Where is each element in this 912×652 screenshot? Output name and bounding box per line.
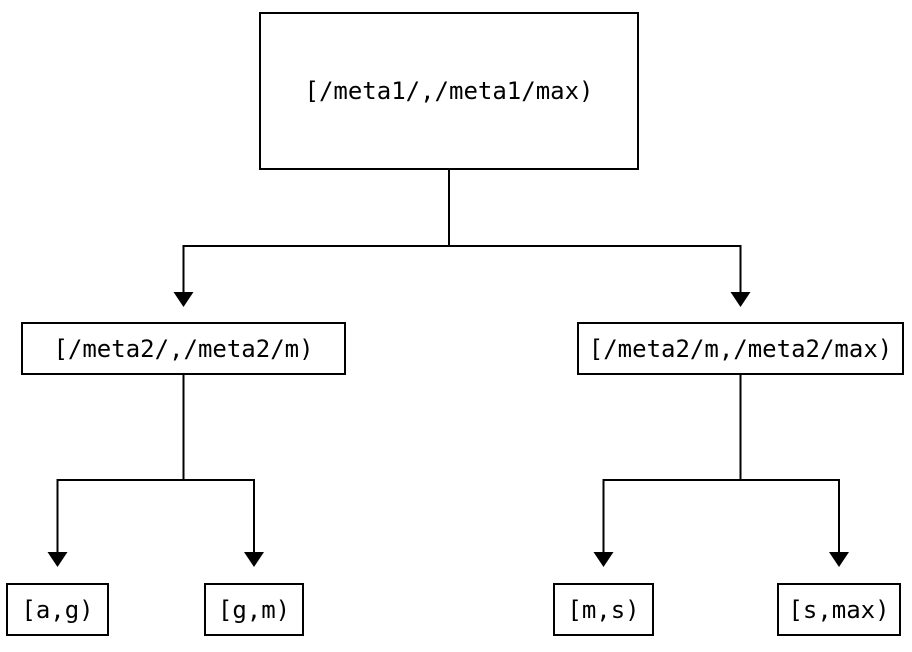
node-leaf-smax: [s,max) [777,583,901,636]
node-leaf-ms: [m,s) [553,583,654,636]
edge-root-to-right-child [448,170,742,292]
arrowhead-down-icon-leaf-gm [244,552,264,567]
node-leaf-ag-label: [a,g) [21,595,94,624]
node-leaf-smax-label: [s,max) [788,595,890,624]
edge-right-child-to-leaf-ms [602,375,742,552]
arrowhead-down-icon-left-child [173,292,194,307]
node-leaf-gm: [g,m) [204,583,304,636]
edge-left-child-to-leaf-gm [182,375,255,552]
node-leaf-ag: [a,g) [6,583,109,636]
node-left-child: [/meta2/,/meta2/m) [21,322,346,375]
arrowhead-down-icon-leaf-ms [593,552,614,567]
node-root: [/meta1/,/meta1/max) [259,12,639,170]
edge-left-child-to-leaf-ag [56,375,185,552]
node-right-child: [/meta2/m,/meta2/max) [577,322,904,375]
edge-root-to-left-child [182,170,450,292]
arrowhead-down-icon-right-child [730,292,751,307]
edge-right-child-to-leaf-smax [739,375,840,552]
node-left-child-label: [/meta2/,/meta2/m) [53,334,314,363]
node-leaf-ms-label: [m,s) [567,595,640,624]
node-root-label: [/meta1/,/meta1/max) [304,77,594,105]
node-right-child-label: [/meta2/m,/meta2/max) [588,334,893,363]
node-leaf-gm-label: [g,m) [217,595,291,624]
arrowhead-down-icon-leaf-smax [829,552,849,567]
arrowhead-down-icon-leaf-ag [47,552,68,567]
